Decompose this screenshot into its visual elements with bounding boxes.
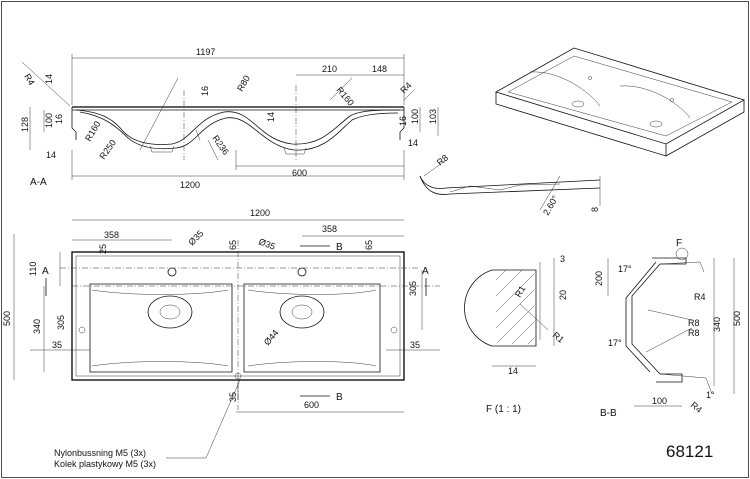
dim-14-tl: 14 <box>44 74 54 84</box>
section-bb-view: F 200 17° 17° R4 R4 R8 R8 340 500 100 1°… <box>594 238 742 419</box>
drawing-number: 68121 <box>666 442 713 461</box>
section-marker-a-left: A <box>42 266 49 277</box>
detail-f-label: F (1 : 1) <box>486 404 521 415</box>
dim-500-bb: 500 <box>732 311 742 326</box>
dim-340-bb: 340 <box>712 317 722 332</box>
dim-148: 148 <box>372 64 387 74</box>
dim-r160-left: R160 <box>83 119 102 143</box>
plan-view: 1200 358 358 25 65 65 Ø35 Ø35 Ø44 110 50… <box>2 208 440 459</box>
dim-14-detail: 14 <box>508 366 518 376</box>
dim-600-plan: 600 <box>304 400 319 410</box>
dim-16-right: 16 <box>398 116 408 126</box>
section-marker-b-top: B <box>336 242 343 253</box>
dim-r8-b-bb: R8 <box>688 328 700 338</box>
dim-600-aa: 600 <box>292 168 307 178</box>
dim-340-plan: 340 <box>32 319 42 334</box>
note-line-2: Kolek plastykowy M5 (3x) <box>54 459 156 469</box>
dim-16: 16 <box>200 86 210 96</box>
dim-r1-a: R1 <box>513 284 527 299</box>
section-marker-a-right: A <box>422 266 429 277</box>
dim-35-bottom: 35 <box>228 392 238 402</box>
dim-65-left: 65 <box>228 240 238 250</box>
detail-f-view: 3 20 R1 R1 14 F (1 : 1) <box>464 254 568 415</box>
dim-1200-aa: 1200 <box>180 180 200 190</box>
dim-14-bl: 14 <box>46 150 56 160</box>
dim-8-profile: 8 <box>590 207 600 212</box>
side-profile-view: R8 2.60° 8 <box>419 152 601 217</box>
section-bb-label: B-B <box>600 408 617 419</box>
dim-200-bb: 200 <box>594 271 604 286</box>
dim-angle-profile: 2.60° <box>541 193 560 217</box>
dim-25: 25 <box>98 244 108 254</box>
dim-r8-a-bb: R8 <box>688 318 700 328</box>
dim-r1-b: R1 <box>551 330 566 345</box>
dim-65-right: 65 <box>364 240 374 250</box>
dim-1197: 1197 <box>196 47 215 57</box>
dim-17-top: 17° <box>618 264 632 274</box>
detail-f-callout: F <box>676 238 682 249</box>
dim-17-bottom: 17° <box>608 338 622 348</box>
dim-100-right: 100 <box>410 109 420 124</box>
dim-110: 110 <box>28 262 38 276</box>
dim-1deg-bb: 1° <box>706 390 715 400</box>
dim-358-left: 358 <box>104 230 119 240</box>
dim-r4-right: R4 <box>398 80 413 95</box>
dim-r8-profile: R8 <box>435 152 450 167</box>
dim-358-right: 358 <box>322 224 337 234</box>
dim-100-bb: 100 <box>652 396 667 406</box>
dim-r80: R80 <box>235 74 252 93</box>
dim-r236: R236 <box>210 133 231 156</box>
section-aa-view: A-A 1197 1200 210 148 600 R4 R4 14 14 14… <box>20 47 439 190</box>
dim-1200-plan: 1200 <box>250 208 270 218</box>
dim-128: 128 <box>20 117 30 132</box>
dim-r4-left: R4 <box>22 72 36 87</box>
dim-3-detail: 3 <box>560 254 565 264</box>
dim-305-left: 305 <box>56 315 66 330</box>
dim-14-mid: 14 <box>266 112 276 122</box>
dim-r160-right: R160 <box>334 85 355 108</box>
note-line-1: Nylonbussning M5 (3x) <box>54 448 146 458</box>
dim-103: 103 <box>428 109 438 124</box>
dim-dia35-left: Ø35 <box>186 228 205 247</box>
isometric-view <box>494 47 746 157</box>
section-aa-label: A-A <box>30 177 47 188</box>
dim-dia35-right: Ø35 <box>257 236 276 251</box>
dim-r4-bottom-bb: R4 <box>689 400 704 415</box>
section-marker-b-bottom: B <box>336 392 343 403</box>
dim-r250: R250 <box>97 138 118 161</box>
dim-305-right: 305 <box>408 281 418 296</box>
dim-210: 210 <box>322 64 337 74</box>
dim-16-left: 16 <box>54 114 64 124</box>
dim-100-left: 100 <box>44 113 54 128</box>
dim-500-plan: 500 <box>2 311 12 326</box>
dim-r4-top-bb: R4 <box>694 292 706 302</box>
dim-35-left: 35 <box>52 340 62 350</box>
dim-35-right: 35 <box>410 340 420 350</box>
dim-20-detail: 20 <box>558 290 568 300</box>
dim-dia44: Ø44 <box>262 328 281 347</box>
dim-14-br: 14 <box>408 138 418 148</box>
